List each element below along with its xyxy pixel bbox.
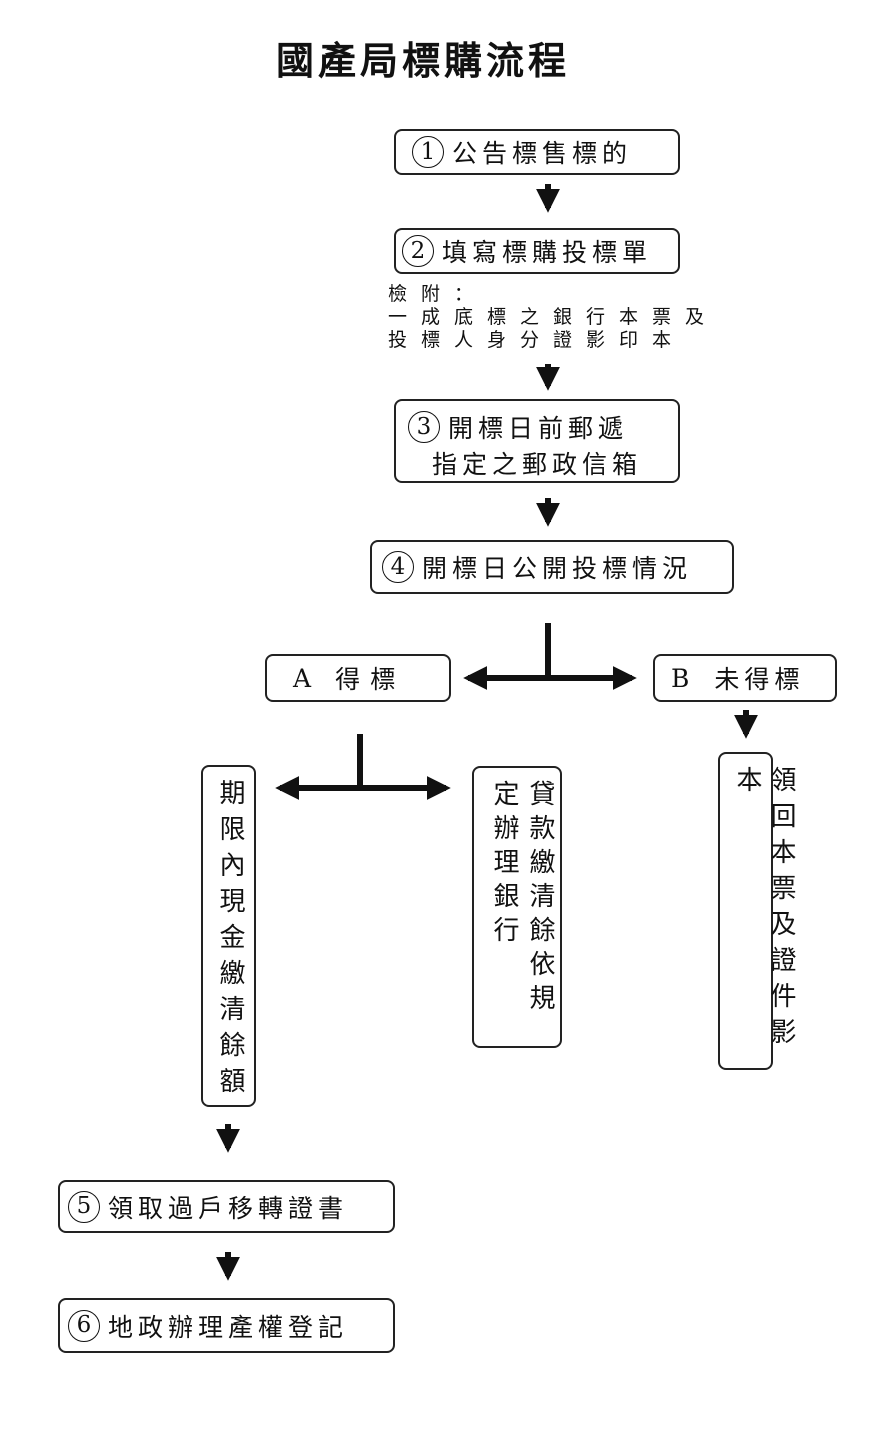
note-line: 投標人身分證影印本 (388, 329, 686, 351)
page-title: 國產局標購流程 (275, 39, 570, 83)
branch-b-box: B 未得標 (653, 654, 837, 702)
step-3-box: 3 開標日前郵遞 指定之郵政信箱 (394, 399, 680, 483)
branch-label: 得標 (335, 665, 406, 694)
step-2-box: 2 填寫標購投標單 (394, 228, 680, 274)
step-number: 3 (408, 411, 440, 443)
step-6-box: 6 地政辦理產權登記 (58, 1298, 395, 1353)
cash-option-text: 期限內現金繳清餘額 (215, 779, 245, 1103)
note-line: 一成底標之銀行本票及 (388, 306, 719, 328)
loan-option-text: 貸款繳清餘依規定辦理銀行 (489, 780, 555, 1018)
step-label: 開標日前郵遞 (448, 414, 629, 443)
refund-box: 領回本票及證件影本 (718, 752, 796, 1070)
step-number: 4 (382, 551, 414, 583)
refund-text: 領回本票及證件影本 (732, 766, 796, 1054)
branch-letter: B (671, 663, 695, 693)
step-label: 填寫標購投標單 (442, 238, 653, 267)
step-label: 領取過戶移轉證書 (108, 1193, 349, 1223)
step-number: 1 (412, 136, 444, 168)
cash-option-box: 期限內現金繳清餘額 (201, 765, 256, 1107)
step-label: 地政辦理產權登記 (108, 1312, 349, 1342)
step-label: 公告標售標的 (452, 139, 633, 168)
step-number: 2 (402, 235, 434, 267)
step-number: 6 (68, 1309, 100, 1342)
branch-letter: A (293, 663, 322, 693)
note-line: 檢附： (388, 283, 488, 305)
step-label: 開標日公開投標情況 (422, 554, 693, 583)
step-4-box: 4 開標日公開投標情況 (370, 540, 734, 594)
attachment-note: 檢附：一成底標之銀行本票及投標人身分證影印本 (388, 283, 718, 352)
step-label-line2: 指定之郵政信箱 (432, 450, 643, 479)
step-5-box: 5 領取過戶移轉證書 (58, 1180, 395, 1233)
step-number: 5 (68, 1190, 100, 1223)
branch-a-box: A 得標 (265, 654, 451, 702)
loan-option-box: 貸款繳清餘依規定辦理銀行 (472, 766, 562, 1048)
branch-label: 未得標 (714, 665, 805, 694)
step-1-box: 1 公告標售標的 (394, 129, 680, 175)
